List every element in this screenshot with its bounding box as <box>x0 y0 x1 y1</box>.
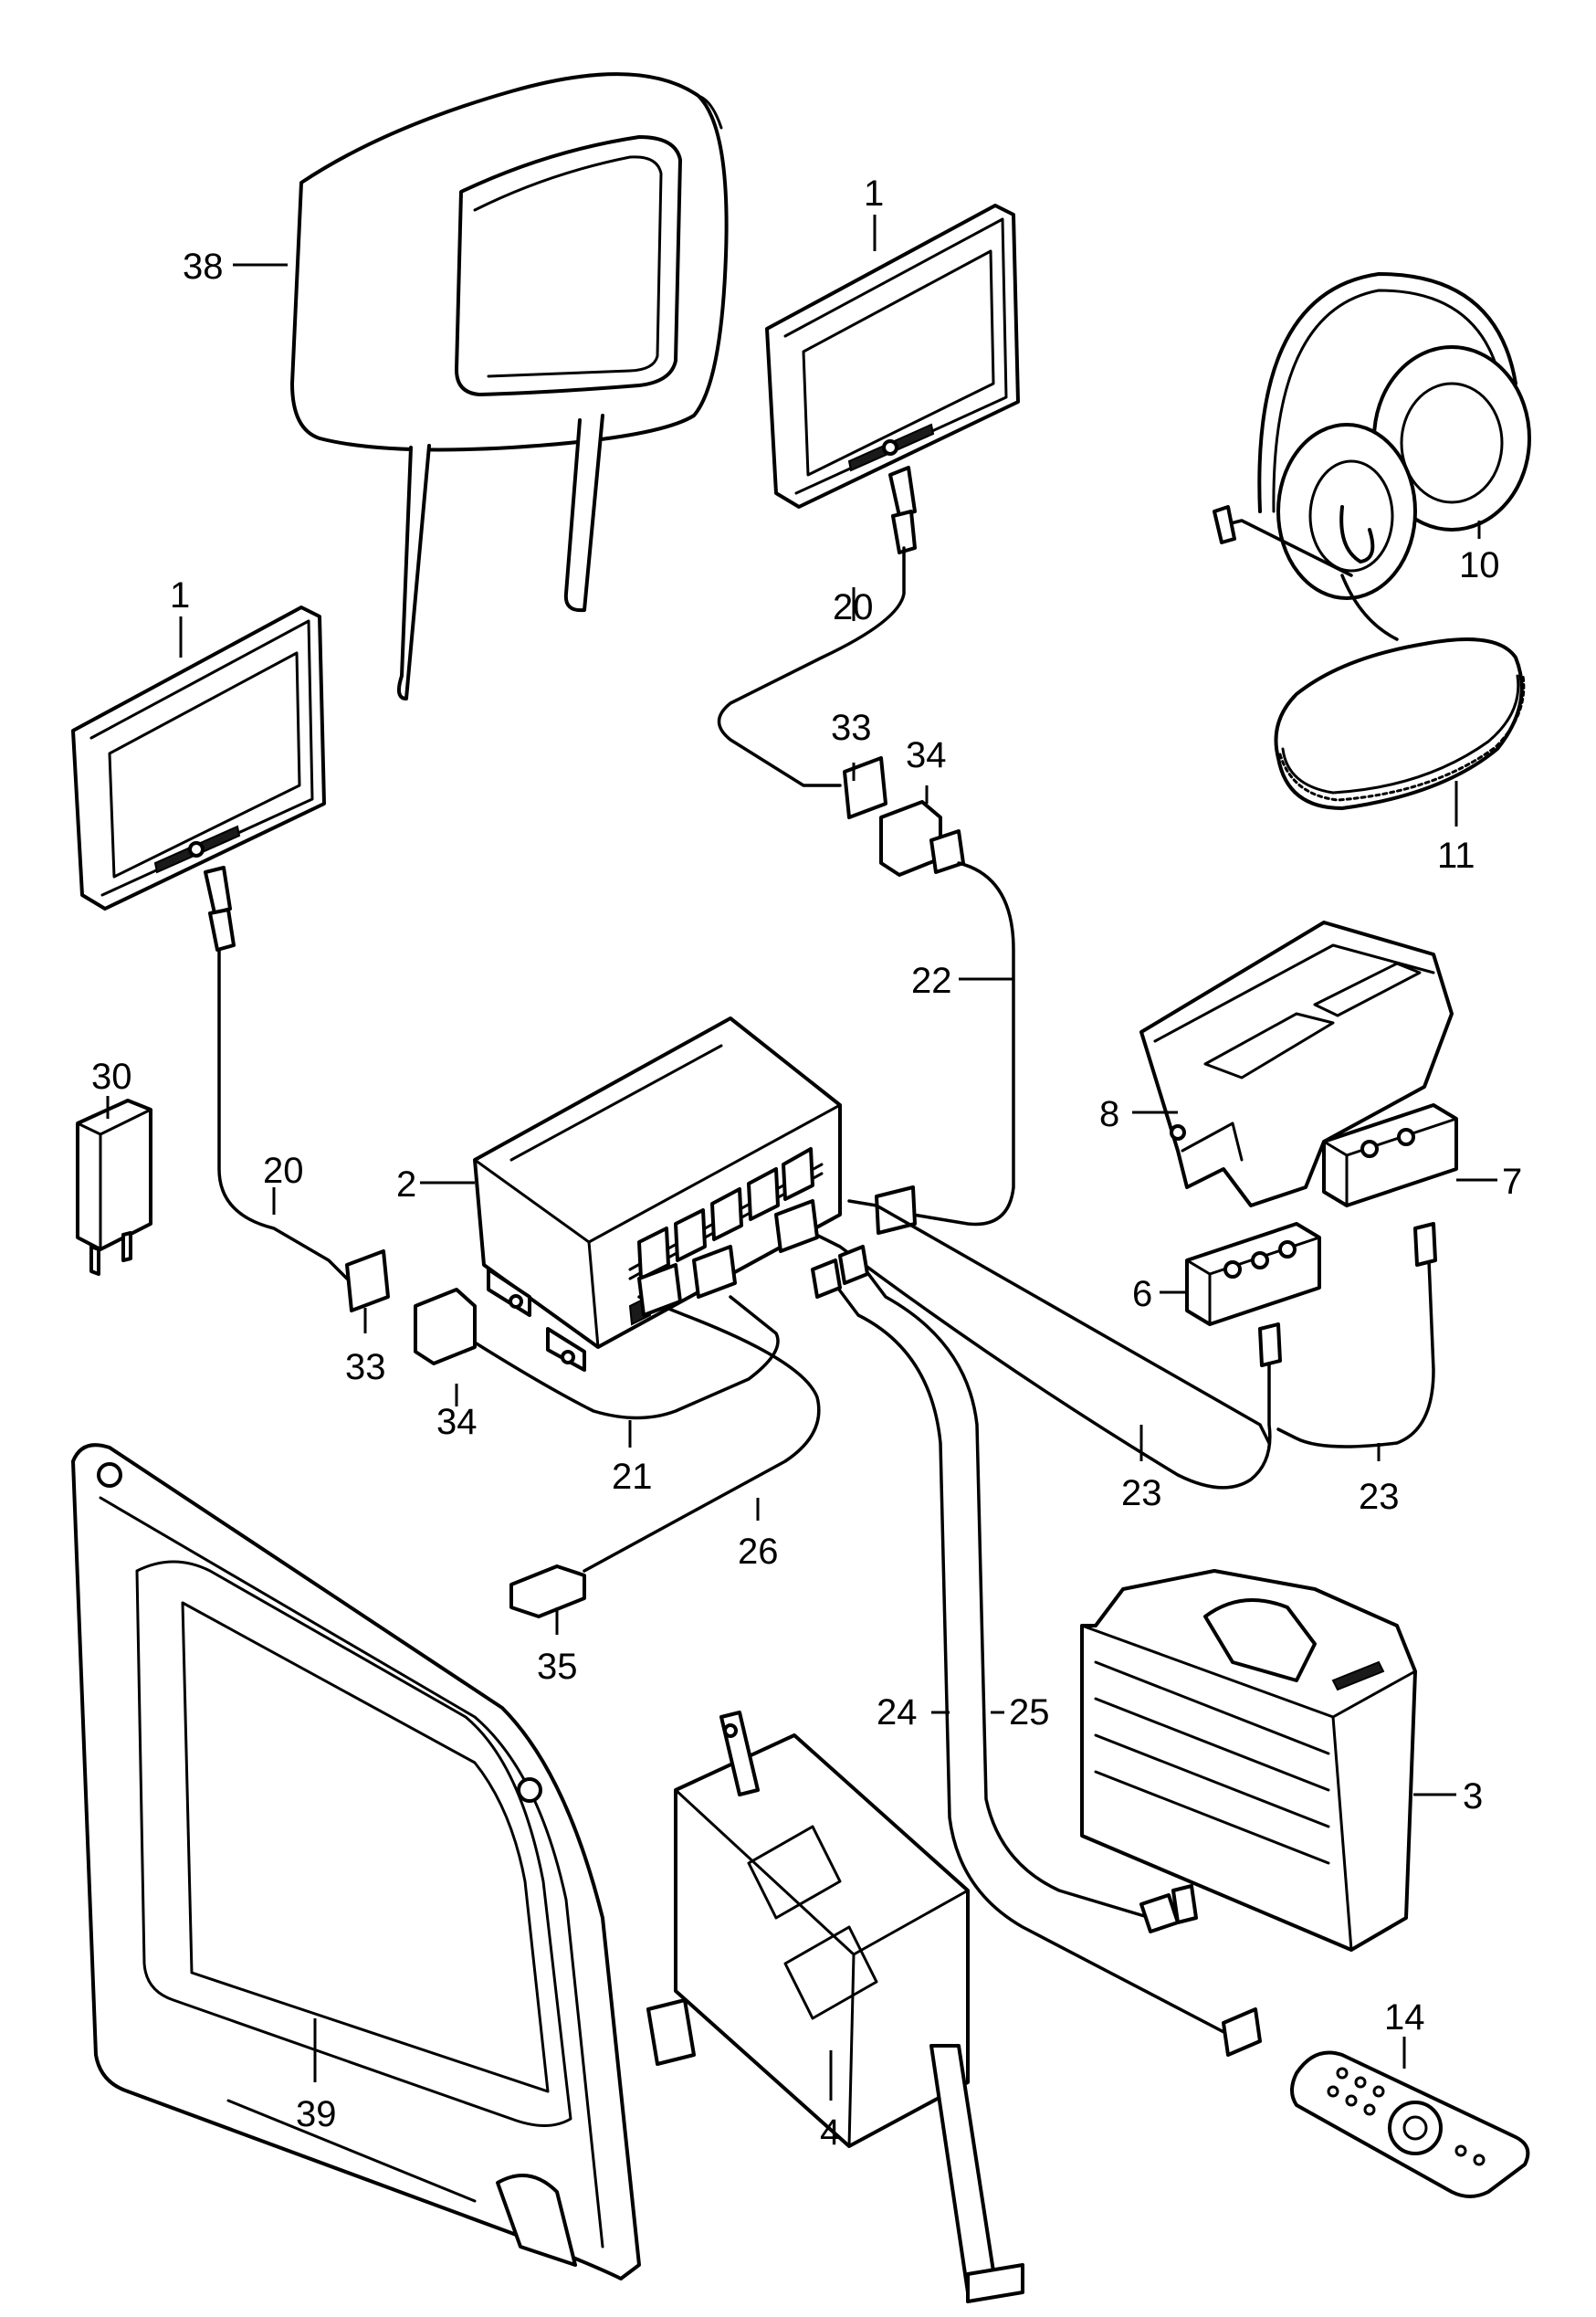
callout-23-left: 23 <box>1121 1473 1162 1513</box>
callout-20-left: 20 <box>263 1151 304 1191</box>
callout-8: 8 <box>1099 1094 1119 1134</box>
callout-21: 21 <box>612 1457 653 1497</box>
remote-control-part <box>1290 2050 1530 2198</box>
cd-changer-part <box>1080 1569 1417 1952</box>
callout-1-left: 1 <box>170 575 190 616</box>
callout-4: 4 <box>820 2112 840 2153</box>
mounting-frame-part <box>646 1711 1024 2303</box>
switch-unit-7-part <box>1322 1103 1458 1207</box>
callout-7: 7 <box>1502 1162 1522 1202</box>
callout-33-upper: 33 <box>831 708 872 748</box>
callout-11: 11 <box>1437 836 1475 876</box>
upper-monitor-part <box>765 204 1020 554</box>
callout-22: 22 <box>911 961 952 1001</box>
callout-10: 10 <box>1459 545 1500 585</box>
relay-part <box>76 1099 152 1276</box>
callout-6: 6 <box>1132 1274 1152 1314</box>
callout-20-upper: 20 <box>833 587 874 627</box>
callout-2: 2 <box>396 1164 416 1205</box>
door-panel-part <box>71 1443 641 2280</box>
callout-34-upper: 34 <box>906 735 947 775</box>
callout-35: 35 <box>537 1647 578 1687</box>
switch-unit-6-part <box>1185 1222 1321 1326</box>
callout-24: 24 <box>877 1692 918 1732</box>
callout-3: 3 <box>1463 1776 1483 1817</box>
left-monitor-part <box>71 606 326 952</box>
callout-23-right: 23 <box>1359 1477 1400 1517</box>
callout-1-upper: 1 <box>864 174 884 214</box>
callout-33-left: 33 <box>345 1347 386 1387</box>
callout-34-left: 34 <box>436 1402 478 1442</box>
zip-case-part <box>1274 637 1526 810</box>
callout-38: 38 <box>183 247 224 287</box>
headrest-part <box>290 72 729 700</box>
trim-bracket-part <box>1139 921 1454 1207</box>
cable-harnesses <box>217 546 1437 2057</box>
callout-26: 26 <box>738 1532 779 1572</box>
callout-14: 14 <box>1384 1997 1425 2038</box>
callout-30: 30 <box>91 1057 132 1097</box>
headphones-part <box>1213 272 1531 641</box>
callout-labels: 38 1 1 10 11 20 33 34 22 8 30 2 7 6 20 3… <box>91 174 1522 2153</box>
callout-25: 25 <box>1009 1692 1050 1732</box>
leader-lines <box>106 215 1497 2101</box>
callout-39: 39 <box>296 2094 337 2134</box>
control-unit-part <box>473 1016 842 1372</box>
